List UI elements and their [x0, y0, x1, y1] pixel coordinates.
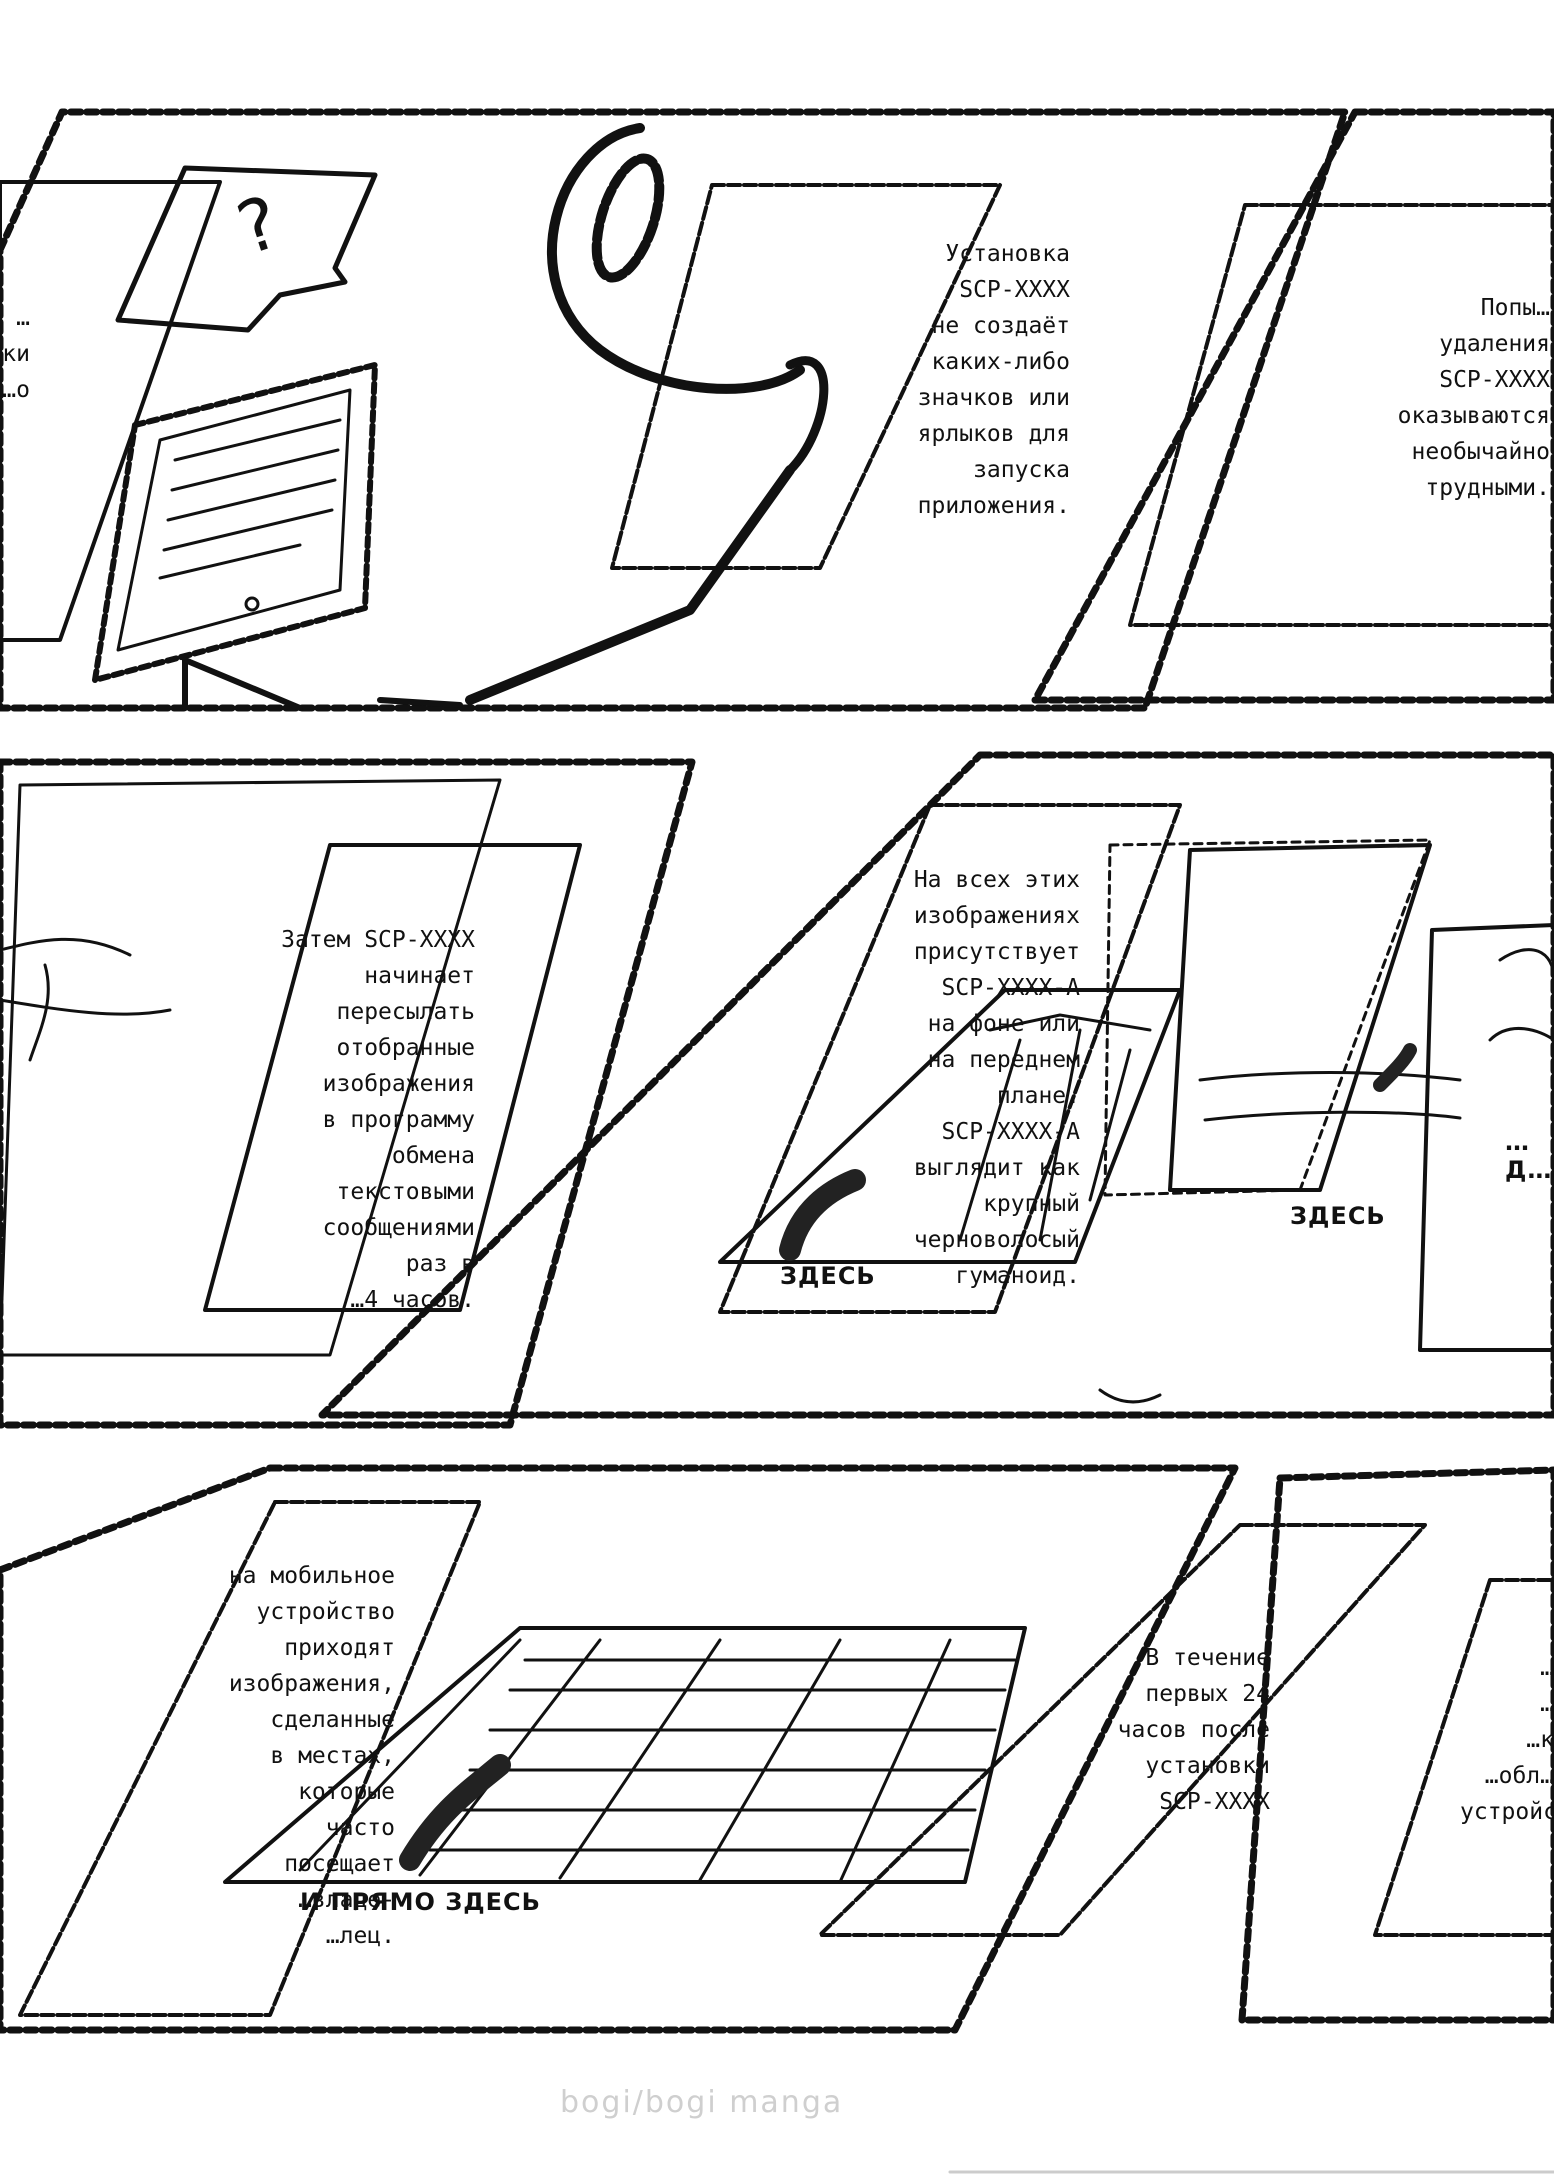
- panel-5: [0, 1464, 1239, 2034]
- label-here-b: ЗДЕСЬ: [1290, 1202, 1386, 1230]
- caption-first-24h: В течение первых 24 часов после установк…: [1117, 1645, 1270, 1815]
- caption-right-fragment: … … …к …обл… устройс…: [1460, 1655, 1554, 1825]
- svg-text:?: ?: [227, 179, 289, 271]
- caption-scp-a: На всех этих изображениях присутствует S…: [913, 867, 1080, 1289]
- caption-left-fragment: …ки …о: [2, 305, 30, 403]
- panel-6: [818, 1466, 1554, 2024]
- panel-4: [318, 751, 1554, 1419]
- caption-removal: Попы… удаления SCP-XXXX оказываются необ…: [1397, 295, 1550, 501]
- tablet-device: [92, 362, 378, 683]
- panel-2: [1031, 108, 1554, 704]
- panel-1: ?: [0, 108, 1349, 712]
- caption-install: Установка SCP-XXXX не создаёт каких-либо…: [917, 241, 1070, 519]
- question-sign-icon: ?: [115, 165, 378, 333]
- label-here-d: …Д…: [1505, 1128, 1553, 1184]
- panel-3: [0, 758, 696, 1429]
- watermark: bogi/bogi manga: [560, 2085, 844, 2120]
- swirl-symbol: [377, 123, 829, 708]
- label-here-a: ЗДЕСЬ: [780, 1262, 876, 1290]
- caption-forward-images: Затем SCP-XXXX начинает пересылать отобр…: [281, 927, 475, 1313]
- caption-mobile-images: на мобильное устройство приходят изображ…: [228, 1563, 395, 1949]
- label-here-c: И ПРЯМО ЗДЕСЬ: [300, 1888, 541, 1916]
